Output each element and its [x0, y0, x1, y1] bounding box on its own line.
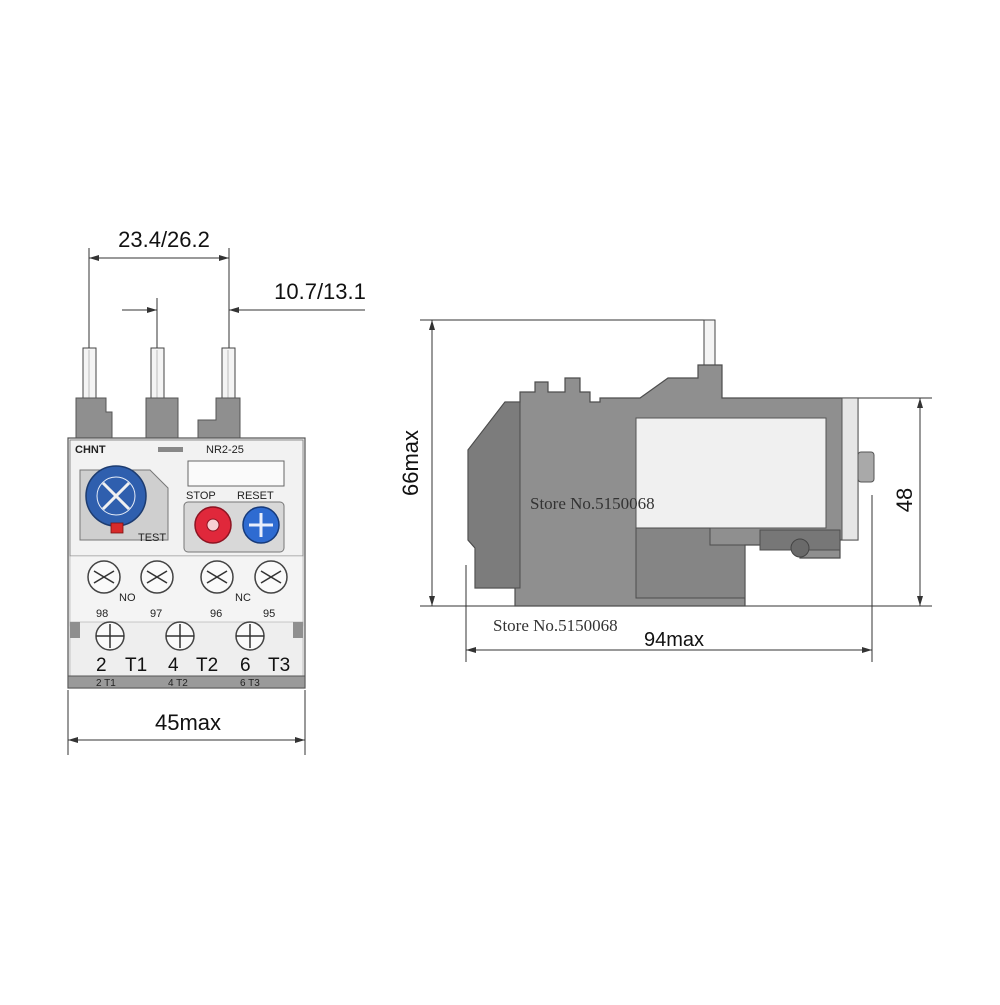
label-window	[187, 460, 285, 487]
aux-screw-98[interactable]	[87, 560, 121, 594]
side-view: 66max 48 94	[398, 319, 932, 662]
bottom-label-3: 6 T3	[240, 678, 260, 689]
side-reset-button[interactable]	[857, 451, 875, 483]
contact-number-95: 95	[263, 608, 275, 620]
reset-label: RESET	[237, 490, 274, 502]
bottom-label-2: 4 T2	[168, 678, 188, 689]
model-label: NR2-25	[206, 444, 244, 456]
side-pin	[703, 319, 716, 371]
main-terminals: 2 T1 4 T2 6 T3	[69, 621, 304, 677]
bottom-label-1: 2 T1	[96, 678, 116, 689]
height-body-label: 48	[892, 488, 917, 512]
stop-label: STOP	[186, 490, 216, 502]
main-screw-t1[interactable]	[95, 621, 125, 651]
terminal-label-4: 4	[168, 655, 179, 676]
main-screw-t2[interactable]	[165, 621, 195, 651]
watermark-lower: Store No.5150068	[493, 616, 618, 635]
aux-screw-96[interactable]	[200, 560, 234, 594]
top-clamps	[75, 397, 241, 441]
brand-label: CHNT	[75, 444, 106, 456]
height-total-label: 66max	[398, 430, 423, 496]
control-panel: CHNT NR2-25 TEST STOP RESET	[69, 439, 304, 557]
side-label-panel	[635, 417, 827, 529]
contact-number-96: 96	[210, 608, 222, 620]
length-label: 94max	[644, 629, 704, 651]
no-label: NO	[119, 592, 136, 604]
aux-screw-95[interactable]	[254, 560, 288, 594]
contact-number-98: 98	[96, 608, 108, 620]
dimension-pin-span: 23.4/26.2	[88, 227, 230, 355]
test-button-icon[interactable]	[110, 522, 124, 534]
watermark-upper: Store No.5150068	[530, 494, 655, 513]
front-view: 23.4/26.2 10.7/13.1	[67, 227, 366, 755]
dimension-pin-pitch: 10.7/13.1	[122, 279, 366, 355]
dimension-height-body: 48	[856, 397, 932, 607]
terminal-label-t3: T3	[268, 655, 290, 676]
brand-bar	[158, 447, 183, 452]
terminal-label-2: 2	[96, 655, 107, 676]
terminal-label-6: 6	[240, 655, 251, 676]
side-lower-block	[635, 527, 746, 599]
bottom-strip: 2 T1 4 T2 6 T3	[67, 675, 306, 689]
dimension-width: 45max	[67, 690, 306, 755]
terminal-label-t1: T1	[125, 655, 147, 676]
connection-pins	[82, 347, 236, 404]
contact-number-97: 97	[150, 608, 162, 620]
nc-label: NC	[235, 592, 251, 604]
main-screw-t3[interactable]	[235, 621, 265, 651]
dimension-length: 94max	[465, 495, 873, 662]
pin-span-label: 23.4/26.2	[118, 227, 210, 252]
aux-contacts: NO NC 98 97 96 95	[69, 555, 304, 627]
pin-pitch-label: 10.7/13.1	[274, 279, 366, 304]
test-label: TEST	[138, 532, 166, 544]
terminal-label-t2: T2	[196, 655, 218, 676]
side-left-block	[467, 401, 521, 589]
aux-screw-97[interactable]	[140, 560, 174, 594]
width-label: 45max	[155, 710, 221, 735]
side-front-face	[841, 397, 859, 541]
